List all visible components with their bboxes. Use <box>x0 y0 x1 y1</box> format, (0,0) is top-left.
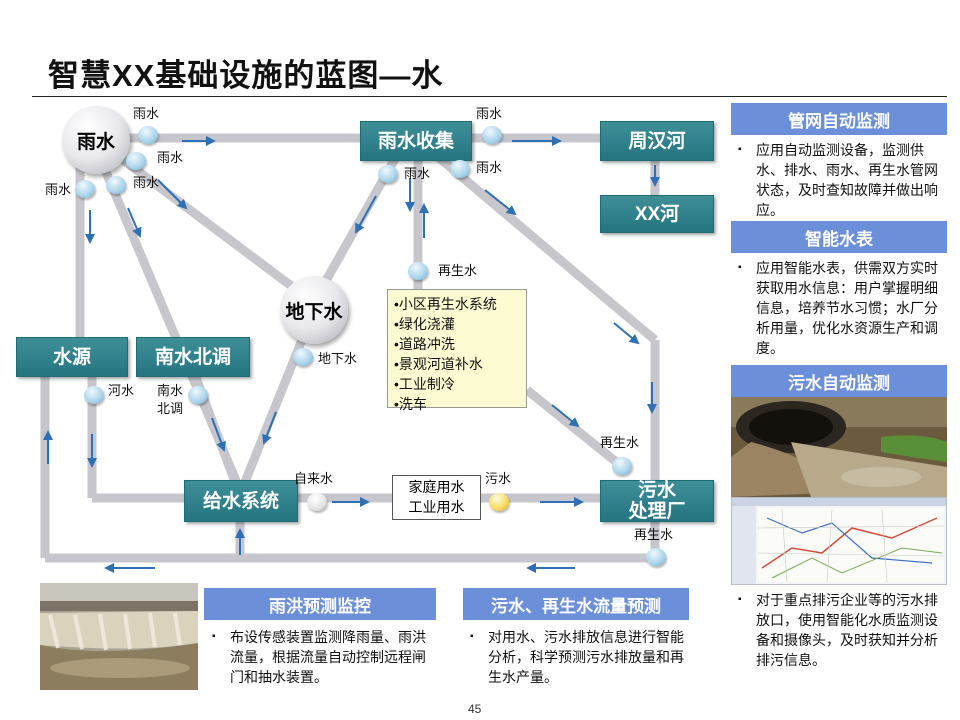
monitoring-map-screenshot <box>731 497 947 585</box>
label-reclaimed-3: 再生水 <box>634 527 674 542</box>
panel-pipe-text: ▪ 应用自动监测设备，监测供水、排水、雨水、再生水管网状态，及时查知故障并做出响… <box>738 142 938 218</box>
reclaimed-use-item: •道路冲洗 <box>394 336 455 352</box>
sewage-outfall-photo <box>731 397 947 497</box>
sensor-reclaimed-3 <box>646 548 666 566</box>
pipe-rain-to-groundwater <box>107 146 313 304</box>
label-rain-3: 雨水 <box>133 175 160 190</box>
sensor-reclaimed-2 <box>612 457 632 475</box>
label-groundwater: 地下水 <box>318 351 358 366</box>
reclaimed-uses-note: •小区再生水系统 •绿化浇灌 •道路冲洗 •景观河道补水 •工业制冷 •洗车 <box>387 289 527 412</box>
label-rain-7: 雨水 <box>476 160 503 175</box>
page-title: 智慧XX基础设施的蓝图—水 <box>48 58 444 93</box>
sensor-rain-2 <box>126 152 146 170</box>
label-rain-5: 雨水 <box>476 106 503 121</box>
bullet-icon: ▪ <box>738 262 742 273</box>
panel-flood-text: ▪ 布设传感装置监测降雨量、雨洪流量，根据流量自动控制远程闸门和抽水装置。 <box>212 629 426 685</box>
label-rain-2: 雨水 <box>157 150 184 165</box>
label-rain-6: 雨水 <box>404 166 431 181</box>
sensor-south-north <box>188 386 208 404</box>
pipe-sewage-to-reclaim <box>524 386 623 469</box>
supply-system-node: 给水系统 <box>184 480 298 522</box>
bullet-icon: ▪ <box>738 594 742 605</box>
rain-collect-node: 雨水收集 <box>360 121 472 161</box>
label-rain-4: 雨水 <box>45 182 72 197</box>
bullet-icon: ▪ <box>470 631 474 642</box>
sewage-plant-node: 污水 处理厂 <box>600 480 714 522</box>
label-south-north: 南水 北调 <box>157 383 183 416</box>
groundwater-node: 地下水 <box>280 276 348 344</box>
sensor-rain-3 <box>106 176 126 194</box>
sensor-river <box>84 386 104 404</box>
flow-arrows <box>43 136 660 573</box>
panel-forecast-text: ▪ 对用水、污水排放信息进行智能分析，科学预测污水排放量和再生水产量。 <box>470 629 684 685</box>
sensor-rain-6 <box>378 165 398 183</box>
label-sewage: 污水 <box>485 471 512 486</box>
panel-sewage-header: 污水自动监测 <box>731 365 947 397</box>
panel-sewage-text: ▪ 对于重点排污企业等的污水排放口，使用智能化水质监测设备和摄像头，及时获知并分… <box>738 592 938 668</box>
sewage-plant-label-2: 处理厂 <box>628 501 686 522</box>
reclaimed-use-item: •工业制冷 <box>394 376 455 392</box>
sensor-rain-5 <box>482 126 502 144</box>
panel-forecast-header: 污水、再生水流量预测 <box>463 588 689 620</box>
bullet-icon: ▪ <box>738 144 742 155</box>
label-tap-water: 自来水 <box>294 471 334 486</box>
sensor-groundwater <box>293 348 313 366</box>
flood-dam-photo <box>40 583 198 690</box>
sensor-reclaimed-1 <box>408 262 428 280</box>
label-south-north-2: 北调 <box>157 401 184 416</box>
pipe-groundwater-to-supply <box>240 318 315 484</box>
sensor-rain-1 <box>138 126 158 144</box>
label-river-water: 河水 <box>108 383 135 398</box>
sewage-plant-label-1: 污水 <box>637 480 676 501</box>
water-source-node: 水源 <box>16 337 128 377</box>
reclaimed-use-item: •景观河道补水 <box>394 356 483 372</box>
sensor-rain-4 <box>75 180 95 198</box>
bullet-icon: ▪ <box>212 631 216 642</box>
panel-meter-text: ▪ 应用智能水表，供需双方实时获取用水信息：用户掌握明细信息，培养节水习惯；水厂… <box>738 260 938 356</box>
usage-industrial: 工业用水 <box>408 499 465 515</box>
label-south-north-1: 南水 <box>157 383 184 398</box>
panel-pipe-header: 管网自动监测 <box>731 103 947 135</box>
zhouhan-river-node: 周汉河 <box>600 121 714 161</box>
reclaimed-use-item: •洗车 <box>394 396 427 412</box>
sensor-tap-water <box>307 493 327 511</box>
rain-node: 雨水 <box>62 106 130 174</box>
reclaimed-use-item: •绿化浇灌 <box>394 316 455 332</box>
label-rain-1: 雨水 <box>133 106 160 121</box>
xx-river-node: XX河 <box>600 195 714 233</box>
usage-household: 家庭用水 <box>408 479 465 495</box>
usage-box: 家庭用水 工业用水 <box>392 475 481 520</box>
page-number: 45 <box>468 702 482 716</box>
label-reclaimed-1: 再生水 <box>438 263 478 278</box>
panel-meter-header: 智能水表 <box>731 221 947 253</box>
label-reclaimed-2: 再生水 <box>600 435 640 450</box>
pipe-collect-right-branch <box>427 146 658 344</box>
panel-flood-header: 雨洪预测监控 <box>204 588 436 620</box>
title-divider <box>32 96 947 97</box>
south-north-node: 南水北调 <box>136 337 250 377</box>
sensor-sewage <box>489 493 509 511</box>
reclaimed-use-item: •小区再生水系统 <box>394 296 497 312</box>
sensor-rain-7 <box>450 160 470 178</box>
